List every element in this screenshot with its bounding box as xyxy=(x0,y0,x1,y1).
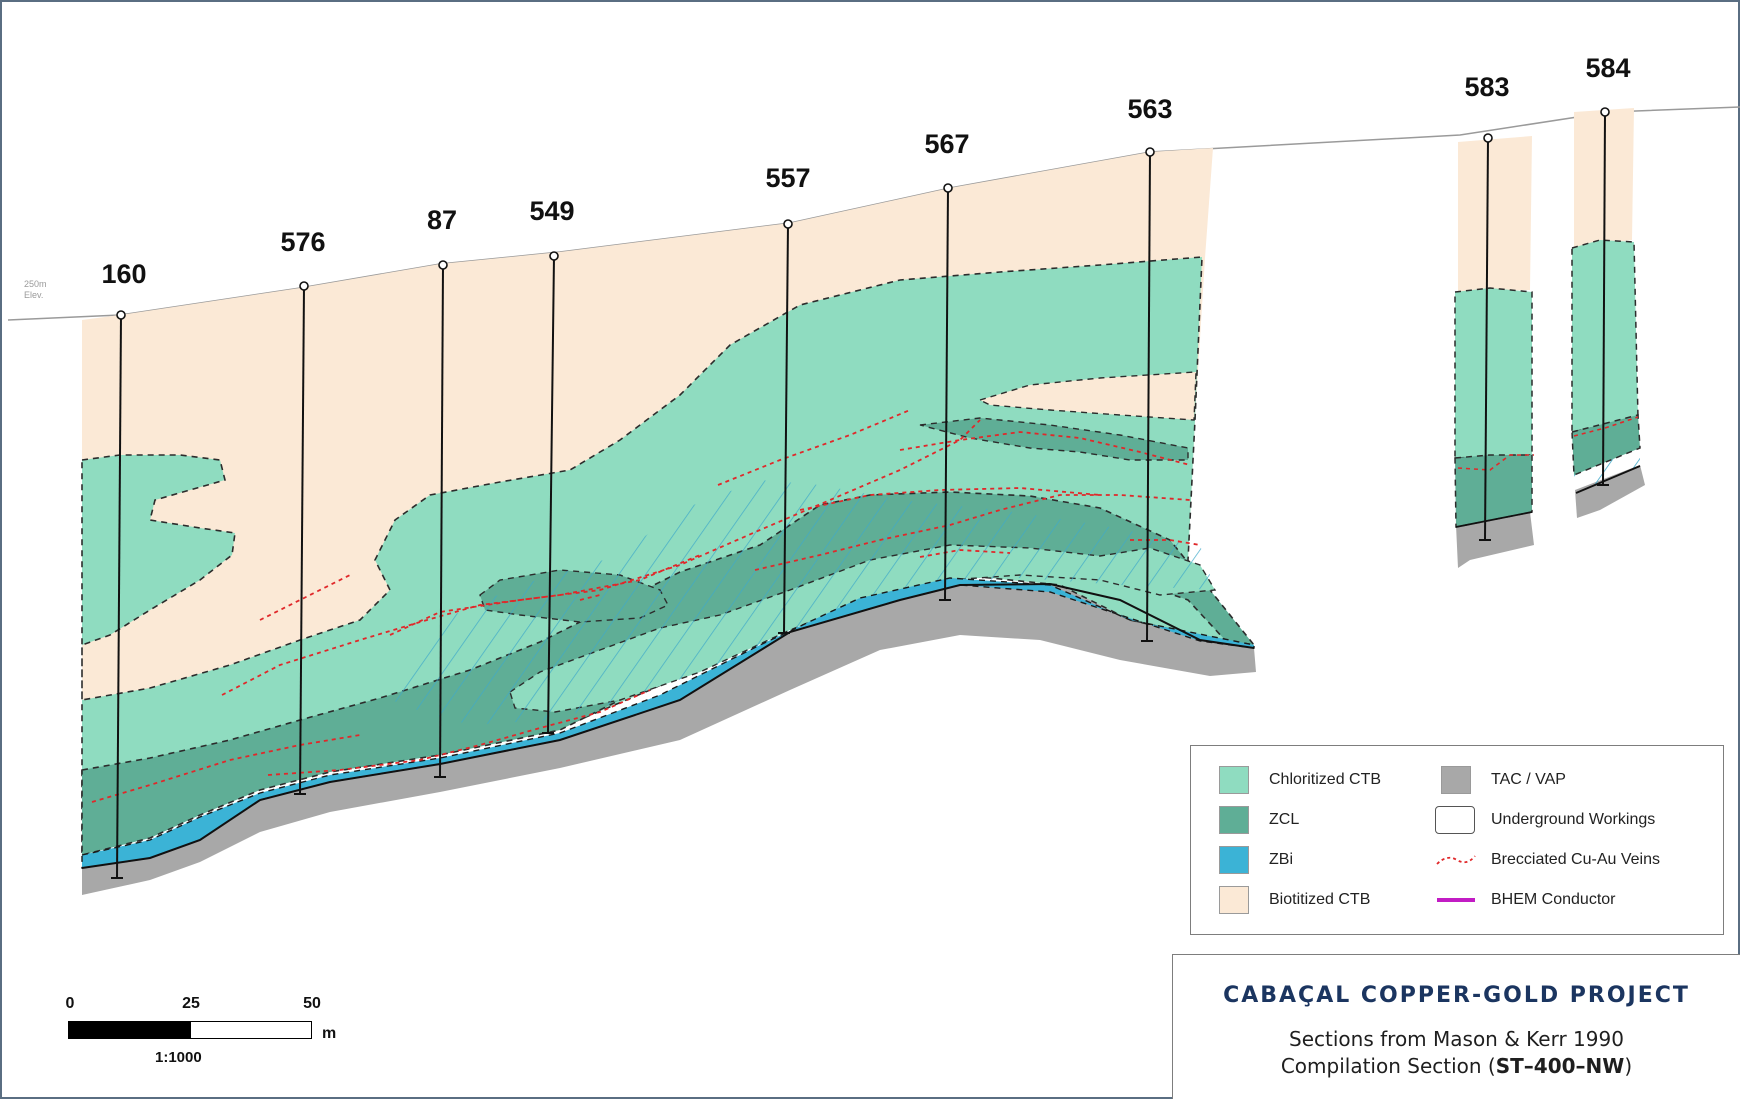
drill-hole-label: 583 xyxy=(1464,72,1509,102)
drill-hole-557[interactable]: 557 xyxy=(765,163,811,634)
legend-label: Biotitized CTB xyxy=(1269,891,1371,908)
section-name-prefix: Compilation Section ( xyxy=(1280,1054,1496,1078)
zcl-swatch xyxy=(1219,806,1249,834)
section-code: ST–400–NW xyxy=(1495,1054,1625,1078)
drill-hole-563[interactable]: 563 xyxy=(1127,94,1173,642)
tac-vap-584 xyxy=(1575,465,1645,518)
drill-hole-label: 563 xyxy=(1127,94,1172,124)
brecciated-veins-symbol xyxy=(1435,846,1477,874)
base-contact-583 xyxy=(1455,511,1533,528)
legend-label: Underground Workings xyxy=(1491,811,1656,828)
drill-hole-549[interactable]: 549 xyxy=(529,196,575,734)
scale-tick-50: 50 xyxy=(303,995,321,1012)
veins-583 xyxy=(1457,454,1534,471)
scale-bar-white-segment xyxy=(190,1021,312,1039)
legend-label: ZCL xyxy=(1269,811,1300,828)
tac-vap-583 xyxy=(1456,512,1534,568)
legend-label: TAC / VAP xyxy=(1491,771,1566,788)
drill-hole-label: 584 xyxy=(1585,53,1630,83)
scale-tick-25: 25 xyxy=(182,995,200,1012)
drill-hole-576[interactable]: 576 xyxy=(280,227,326,795)
drill-hole-567[interactable]: 567 xyxy=(924,129,970,601)
title-block: CABAÇAL COPPER-GOLD PROJECT Sections fro… xyxy=(1172,954,1740,1099)
tac-vap-swatch xyxy=(1441,766,1471,794)
drill-hole-label: 549 xyxy=(529,196,574,226)
legend-label: BHEM Conductor xyxy=(1491,891,1616,908)
scale-bar: 0 25 50 m 1:1000 xyxy=(60,995,360,1075)
hatch-584 xyxy=(1574,448,1640,493)
legend-item-zbi: ZBi xyxy=(1219,846,1293,874)
legend-item-chloritized-ctb: Chloritized CTB xyxy=(1219,766,1381,794)
legend-label: Brecciated Cu-Au Veins xyxy=(1491,851,1660,868)
drill-hole-label: 160 xyxy=(101,259,146,289)
drill-hole-583[interactable]: 583 xyxy=(1464,72,1510,541)
drill-hole-87[interactable]: 87 xyxy=(427,205,457,778)
legend: Chloritized CTB ZCL ZBi Biotitized CTB T… xyxy=(1190,745,1724,935)
veins-584 xyxy=(1573,416,1639,437)
drill-hole-label: 576 xyxy=(280,227,325,257)
legend-label: Chloritized CTB xyxy=(1269,771,1382,788)
biotitized-ctb-swatch xyxy=(1219,886,1249,914)
underground-workings-swatch xyxy=(1435,806,1475,834)
scale-tick-0: 0 xyxy=(65,995,75,1012)
legend-item-biotitized-ctb: Biotitized CTB xyxy=(1219,886,1370,914)
drill-hole-160[interactable]: 160 xyxy=(101,259,147,879)
zcl-583 xyxy=(1454,454,1533,528)
legend-item-zcl: ZCL xyxy=(1219,806,1299,834)
chloritized-ctb-584 xyxy=(1571,239,1639,433)
base-contact-584 xyxy=(1575,465,1641,494)
elevation-label: 250m Elev. xyxy=(24,279,49,300)
drill-hole-label: 87 xyxy=(427,205,457,235)
scale-bar-black-segment xyxy=(68,1021,190,1039)
legend-item-tac-vap: TAC / VAP xyxy=(1435,766,1566,794)
vein-hatch-zone xyxy=(380,480,1215,725)
drill-hole-584[interactable]: 584 xyxy=(1585,53,1631,486)
chloritized-ctb-583 xyxy=(1454,287,1533,459)
tac-vap-unit xyxy=(82,584,1256,895)
section-source: Sections from Mason & Kerr 1990 xyxy=(1289,1027,1624,1051)
zbi-base-contact xyxy=(81,582,1255,869)
drill-hole-label: 567 xyxy=(924,129,969,159)
zcl-lens-right xyxy=(919,417,1189,461)
biotitized-ctb-lens xyxy=(978,371,1197,421)
section-name-suffix: ) xyxy=(1624,1054,1633,1078)
legend-item-underground-workings: Underground Workings xyxy=(1435,806,1655,834)
scale-unit: m xyxy=(322,1025,337,1042)
legend-item-brecciated-veins: Brecciated Cu-Au Veins xyxy=(1435,846,1660,874)
section-name: Compilation Section (ST–400–NW) xyxy=(1173,1054,1740,1078)
biotitized-ctb-583 xyxy=(1458,136,1532,292)
scale-ratio: 1:1000 xyxy=(155,1049,202,1066)
project-title: CABAÇAL COPPER-GOLD PROJECT xyxy=(1223,983,1690,1008)
chloritized-ctb-swatch xyxy=(1219,766,1249,794)
zbi-swatch xyxy=(1219,846,1249,874)
legend-label: ZBi xyxy=(1269,851,1293,868)
bhem-conductor-symbol xyxy=(1435,886,1477,914)
drill-hole-label: 557 xyxy=(765,163,810,193)
legend-item-bhem-conductor: BHEM Conductor xyxy=(1435,886,1616,914)
